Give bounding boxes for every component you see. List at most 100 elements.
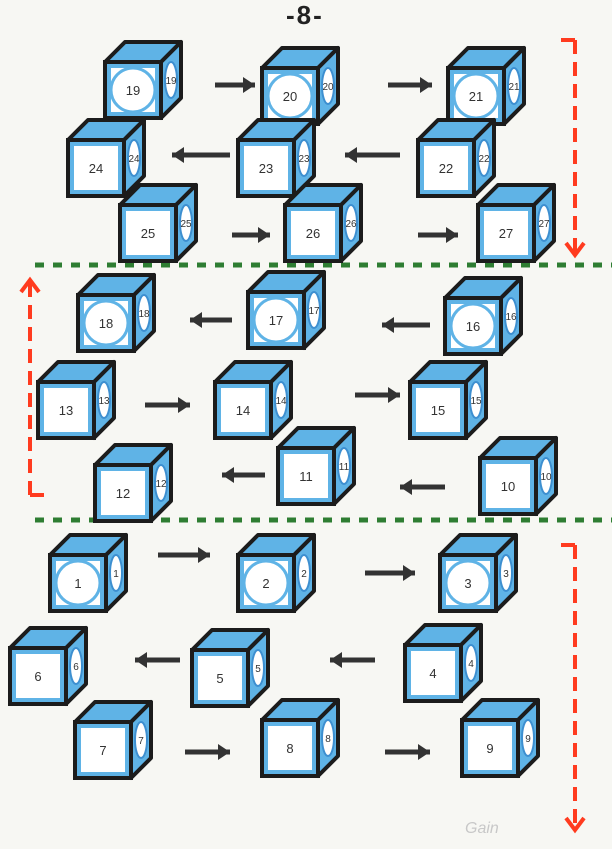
cube-number: 8: [286, 741, 293, 756]
cube-number: 9: [486, 741, 493, 756]
cube-23: 23 23: [236, 118, 316, 198]
sequence-arrow: [355, 387, 400, 403]
cube-side-number: 17: [308, 306, 320, 317]
sequence-arrow: [385, 744, 430, 760]
cube-26: 26 26: [283, 183, 363, 263]
cube-side-number: 3: [503, 569, 509, 580]
cube-number: 22: [439, 161, 453, 176]
cube-number: 27: [499, 226, 513, 241]
cube-number: 16: [466, 319, 480, 334]
sequence-arrow: [172, 147, 230, 163]
cube-number: 17: [269, 313, 283, 328]
cube-9: 99: [460, 698, 540, 778]
cube-side-number: 20: [322, 82, 334, 93]
cube-number: 12: [116, 486, 130, 501]
cube-number: 21: [469, 89, 483, 104]
cube-side-number: 19: [165, 76, 177, 87]
cube-number: 24: [89, 161, 103, 176]
cube-side-number: 15: [470, 396, 482, 407]
sequence-arrow: [382, 317, 430, 333]
circle-mark: [109, 66, 157, 114]
cube-8: 88: [260, 698, 340, 778]
cube-6: 66: [8, 626, 88, 706]
cube-27: 27 27: [476, 183, 556, 263]
cube-side-number: 22: [478, 154, 490, 165]
sequence-arrow: [232, 227, 270, 243]
cube-number: 20: [283, 89, 297, 104]
circle-mark: [54, 559, 102, 607]
cube-1: 11: [48, 533, 128, 613]
cube-number: 23: [259, 161, 273, 176]
sequence-arrow: [145, 397, 190, 413]
cube-side-number: 8: [325, 734, 331, 745]
cube-number: 18: [99, 316, 113, 331]
cube-5: 55: [190, 628, 270, 708]
cube-number: 3: [464, 576, 471, 591]
cube-14: 14 14: [213, 360, 293, 440]
cube-4: 44: [403, 623, 483, 703]
sequence-arrow: [222, 467, 265, 483]
circle-mark: [82, 299, 130, 347]
cube-11: 11 11: [276, 426, 356, 506]
artist-signature: Gain: [465, 820, 499, 837]
sequence-arrow: [185, 744, 230, 760]
cube-12: 12 12: [93, 443, 173, 523]
direction-arrow: [561, 543, 586, 834]
cube-number: 13: [59, 403, 73, 418]
cube-side-number: 16: [505, 312, 517, 323]
circle-mark: [444, 559, 492, 607]
cube-side-number: 12: [155, 479, 167, 490]
cube-number: 10: [501, 479, 515, 494]
direction-arrow: [561, 38, 586, 259]
cube-number: 14: [236, 403, 250, 418]
sequence-arrow: [418, 227, 458, 243]
cube-number: 19: [126, 83, 140, 98]
sequence-arrow: [158, 547, 210, 563]
cube-number: 5: [216, 671, 223, 686]
cube-side-number: 25: [180, 219, 192, 230]
cube-number: 4: [429, 666, 436, 681]
cube-number: 1: [74, 576, 81, 591]
cube-7: 77: [73, 700, 153, 780]
cube-side-number: 18: [138, 309, 150, 320]
sequence-arrow: [330, 652, 375, 668]
cube-side-number: 27: [538, 219, 550, 230]
cube-side-number: 10: [540, 472, 552, 483]
cube-side-number: 11: [339, 462, 350, 473]
cube-number: 11: [299, 469, 313, 484]
cube-side-number: 6: [73, 662, 79, 673]
cube-side-number: 9: [525, 734, 531, 745]
cube-side-number: 5: [255, 664, 261, 675]
sequence-arrow: [400, 479, 445, 495]
cube-side-number: 14: [275, 396, 287, 407]
cube-side-number: 7: [138, 736, 144, 747]
cube-number: 6: [34, 669, 41, 684]
direction-arrow: [19, 276, 44, 497]
cube-22: 22 22: [416, 118, 496, 198]
sequence-arrow: [365, 565, 415, 581]
sequence-arrow: [345, 147, 400, 163]
cube-side-number: 26: [345, 219, 357, 230]
cube-side-number: 23: [298, 154, 310, 165]
cube-side-number: 2: [301, 569, 307, 580]
circle-mark: [242, 559, 290, 607]
cube-number: 15: [431, 403, 445, 418]
sequence-arrow: [388, 77, 432, 93]
circle-mark: [449, 302, 497, 350]
page-number: -8-: [286, 0, 324, 30]
sequence-arrow: [135, 652, 180, 668]
cube-3: 33: [438, 533, 518, 613]
cube-number: 26: [306, 226, 320, 241]
sequence-arrow: [215, 77, 255, 93]
